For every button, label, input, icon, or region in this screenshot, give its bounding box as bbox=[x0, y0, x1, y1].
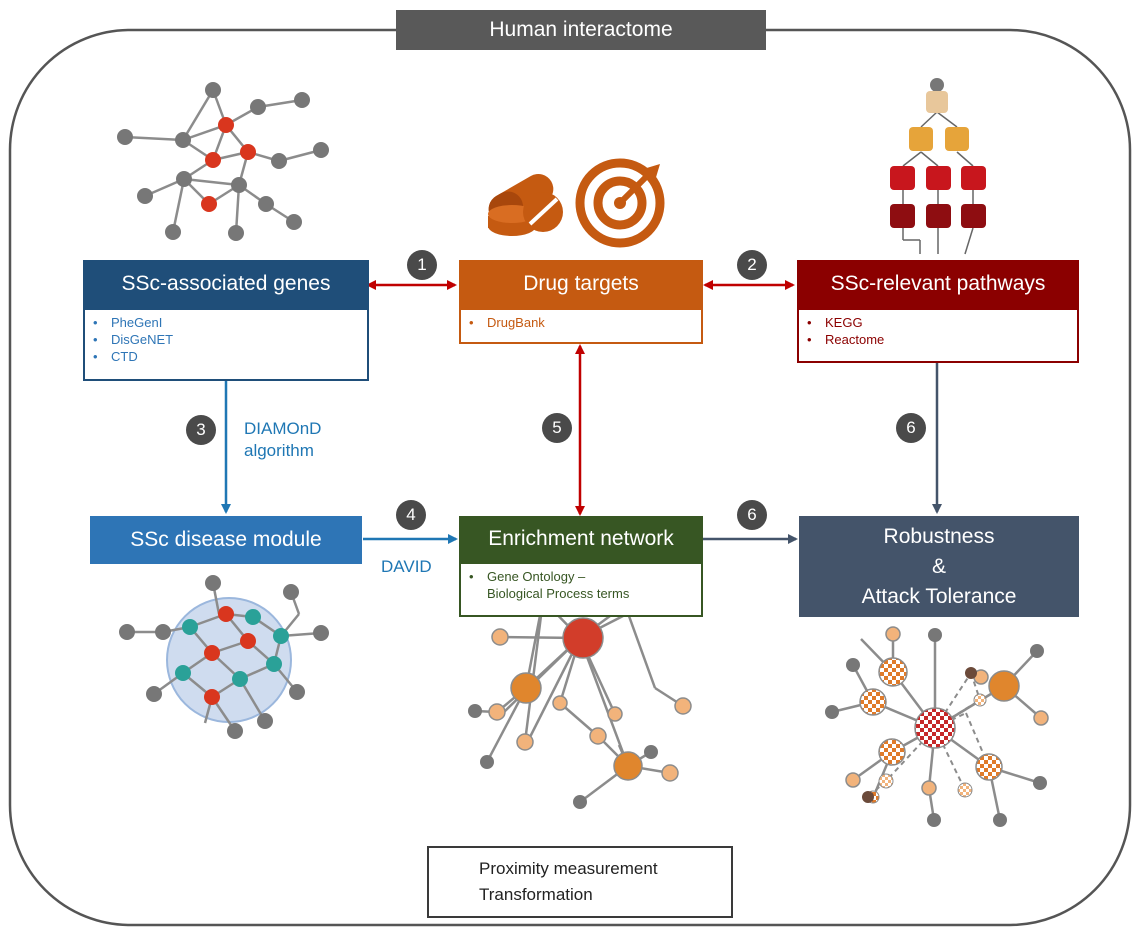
genes-source-item: DisGeNET bbox=[93, 331, 359, 348]
pathways-source-item: Reactome bbox=[807, 331, 1069, 348]
drugs-label: Drug targets bbox=[523, 272, 639, 295]
robustness-label-line: Robustness bbox=[883, 524, 995, 548]
module-label: SSc disease module bbox=[130, 528, 322, 551]
genes-source-item: PheGenI bbox=[93, 314, 359, 331]
step-5-badge: 5 bbox=[542, 413, 572, 443]
drug-targets-header: Drug targets bbox=[459, 260, 703, 308]
ssc-relevant-pathways-header: SSc-relevant pathways bbox=[797, 260, 1079, 308]
diamond-label-line1: DIAMOnD bbox=[244, 419, 322, 438]
diamond-label: DIAMOnD algorithm bbox=[244, 418, 321, 462]
disease-module-illustration bbox=[119, 575, 329, 739]
genes-sources: PheGenI DisGeNET CTD bbox=[83, 308, 369, 381]
ssc-associated-genes-header: SSc-associated genes bbox=[83, 260, 369, 308]
legend-transformation-label: Transformation bbox=[479, 885, 593, 904]
step-2-badge: 2 bbox=[737, 250, 767, 280]
drugs-sources: DrugBank bbox=[459, 308, 703, 344]
ssc-disease-module-header: SSc disease module bbox=[90, 516, 362, 564]
genes-label: SSc-associated genes bbox=[121, 272, 331, 295]
pills-icon bbox=[488, 173, 563, 236]
drugs-source-item: DrugBank bbox=[469, 314, 693, 331]
pathways-source-item: KEGG bbox=[807, 314, 1069, 331]
enrichment-source-item: Gene Ontology – Biological Process terms bbox=[469, 568, 693, 602]
pathways-sources: KEGG Reactome bbox=[797, 308, 1079, 363]
step-4-badge: 4 bbox=[396, 500, 426, 530]
gene-network-nodes bbox=[117, 82, 329, 241]
pathway-hierarchy-icon bbox=[890, 78, 986, 255]
step-3-badge: 3 bbox=[186, 415, 216, 445]
step-6-badge: 6 bbox=[737, 500, 767, 530]
legend-proximity-label: Proximity measurement bbox=[479, 859, 658, 878]
genes-source-item: CTD bbox=[93, 348, 359, 365]
step-6b-badge: 6 bbox=[896, 413, 926, 443]
gene-network-illustration bbox=[124, 89, 322, 234]
diagram-title: Human interactome bbox=[396, 10, 766, 50]
legend: Proximity measurement Transformation bbox=[427, 846, 733, 918]
step-1-badge: 1 bbox=[407, 250, 437, 280]
diamond-label-line2: algorithm bbox=[244, 441, 314, 460]
robustness-label-line: & bbox=[931, 554, 946, 578]
enrichment-network-header: Enrichment network bbox=[459, 516, 703, 562]
enrichment-label: Enrichment network bbox=[488, 527, 674, 550]
david-label: DAVID bbox=[381, 557, 432, 576]
robustness-network-illustration bbox=[825, 626, 1049, 827]
pathways-label: SSc-relevant pathways bbox=[830, 272, 1046, 295]
robustness-header: Robustness & Attack Tolerance bbox=[799, 516, 1079, 617]
target-icon bbox=[575, 158, 665, 248]
robustness-label-line: Attack Tolerance bbox=[861, 584, 1017, 608]
enrichment-sources: Gene Ontology – Biological Process terms bbox=[459, 562, 703, 617]
